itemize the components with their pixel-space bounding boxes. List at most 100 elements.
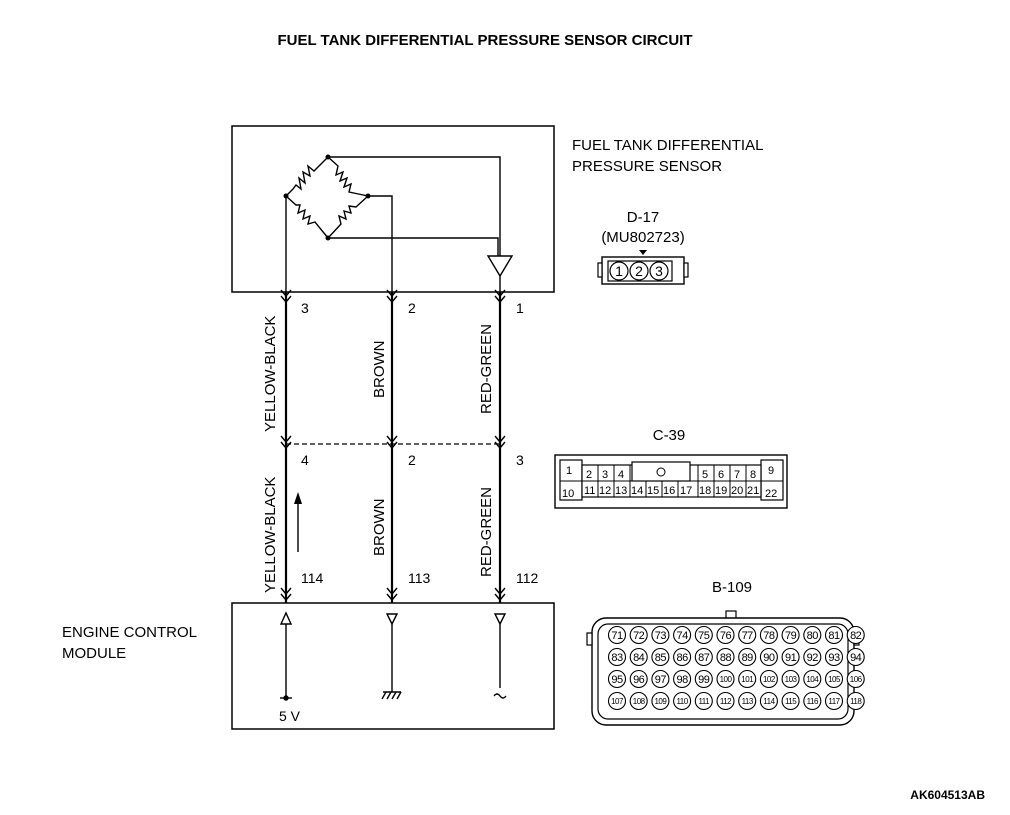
- svg-text:5: 5: [702, 469, 708, 481]
- svg-text:8: 8: [750, 469, 756, 481]
- b109-pin-label: 74: [676, 630, 688, 642]
- b109-pin-circle: [694, 691, 713, 711]
- svg-text:16: 16: [663, 485, 675, 497]
- svg-text:3: 3: [602, 469, 608, 481]
- b109-pin-circle: [629, 691, 648, 711]
- b109-pin-label: 107: [611, 697, 624, 706]
- svg-text:12: 12: [599, 485, 611, 497]
- b109-pin-circle: [738, 647, 757, 667]
- wire-color-red-green-upper: RED-GREEN: [478, 324, 495, 414]
- sensor-label-line1: FUEL TANK DIFFERENTIAL: [572, 137, 763, 154]
- b109-pin-label: 80: [807, 630, 819, 642]
- b109-pin-circle: [759, 691, 778, 711]
- b109-pin-label: 87: [698, 652, 710, 664]
- c39-junction-pin-3: 3: [516, 452, 524, 468]
- svg-text:1: 1: [566, 465, 572, 477]
- b109-pin-circle: [673, 647, 692, 667]
- svg-text:9: 9: [768, 465, 774, 477]
- amplifier-icon: [486, 255, 514, 278]
- b109-pin-label: 99: [698, 674, 710, 686]
- b109-pin-circle: [651, 669, 670, 689]
- b109-pin-label: 81: [828, 630, 840, 642]
- sensor-pin-2: 2: [408, 300, 416, 316]
- b109-pin-label: 71: [611, 630, 623, 642]
- d17-pin-2: 2: [635, 263, 643, 279]
- svg-text:15: 15: [647, 485, 659, 497]
- d17-pin-1: 1: [615, 263, 623, 279]
- c39-id: C-39: [653, 427, 686, 444]
- b109-pin-label: 90: [763, 652, 775, 664]
- b109-pin-label: 100: [720, 675, 733, 684]
- b109-pin-circle: [629, 625, 648, 645]
- svg-text:20: 20: [731, 485, 743, 497]
- svg-text:4: 4: [618, 469, 624, 481]
- b109-pin-circle: [824, 625, 844, 645]
- b109-pin-label: 105: [828, 675, 841, 684]
- b109-pin-label: 86: [676, 652, 688, 664]
- b109-pin-circle: [607, 647, 627, 667]
- b109-pin-circle: [803, 691, 822, 711]
- b109-pin-label: 110: [676, 697, 688, 706]
- bridge-node-dots: [283, 154, 371, 241]
- b109-pin-circle: [803, 669, 822, 689]
- b109-pin-label: 114: [763, 697, 775, 706]
- svg-text:21: 21: [747, 485, 759, 497]
- ecm-supply-label: 5 V: [279, 708, 301, 724]
- ecm-signal-arrow-icon: [493, 613, 507, 626]
- b109-pin-circle: [759, 669, 778, 689]
- svg-text:14: 14: [631, 485, 643, 497]
- svg-text:13: 13: [615, 485, 627, 497]
- svg-text:6: 6: [718, 469, 724, 481]
- b109-pin-circle: [781, 691, 800, 711]
- diagram-title: FUEL TANK DIFFERENTIAL PRESSURE SENSOR C…: [277, 32, 692, 49]
- b109-pin-label: 111: [698, 697, 710, 706]
- ecm-label-line2: MODULE: [62, 645, 126, 662]
- b109-pin-circle: [673, 691, 692, 711]
- b109-pin-circle: [629, 669, 648, 689]
- ecm-label-line1: ENGINE CONTROL: [62, 624, 197, 641]
- svg-text:11: 11: [584, 485, 595, 497]
- ecm-pin-112: 112: [516, 570, 539, 586]
- b109-pin-circle: [803, 647, 822, 667]
- b109-pin-label: 77: [742, 630, 754, 642]
- b109-pin-circle: [846, 691, 865, 711]
- b109-pin-label: 103: [785, 675, 798, 684]
- ecm-ground-arrow-icon: [385, 613, 399, 626]
- b109-pin-circle: [673, 669, 692, 689]
- b109-pin-circle: [759, 647, 778, 667]
- wire-color-yellow-black-upper: YELLOW-BLACK: [262, 316, 279, 432]
- b109-pin-circle: [781, 625, 800, 645]
- b109-pin-circle: [651, 625, 670, 645]
- b109-pin-label: 75: [698, 630, 710, 642]
- svg-text:18: 18: [699, 485, 711, 497]
- b109-pin-label: 92: [807, 652, 819, 664]
- b109-pin-label: 89: [742, 652, 754, 664]
- svg-text:10: 10: [562, 488, 574, 500]
- b109-pin-circle: [651, 691, 670, 711]
- figure-code: AK604513AB: [910, 788, 985, 802]
- b109-pin-label: 118: [850, 697, 862, 706]
- b109-pin-circle: [716, 691, 735, 711]
- b109-pin-label: 109: [654, 697, 667, 706]
- c39-junction-pin-4: 4: [301, 452, 309, 468]
- b109-pin-circle: [738, 625, 757, 645]
- ecm-pin-113: 113: [408, 570, 431, 586]
- b109-pin-circle: [673, 625, 692, 645]
- b109-pin-circle: [716, 669, 735, 689]
- b109-pin-label: 108: [633, 697, 646, 706]
- ecm-pin-114: 114: [301, 570, 324, 586]
- b109-pin-circle: [824, 669, 844, 689]
- b109-pin-label: 98: [676, 674, 688, 686]
- b109-pin-label: 113: [742, 697, 754, 706]
- b109-pin-label: 83: [611, 652, 623, 664]
- current-direction-arrow-icon: [294, 492, 302, 552]
- b109-pin-circle: [651, 647, 670, 667]
- d17-id: D-17: [627, 209, 660, 226]
- b109-pin-circle: [781, 669, 800, 689]
- resistor-bridge-icon: [285, 156, 501, 292]
- sensor-pin-1: 1: [516, 300, 524, 316]
- b109-pin-circle: [759, 625, 778, 645]
- b109-pin-label: 101: [741, 675, 754, 684]
- c39-pin-labels: 1 2 3 4 5 6 7 8 9 10 11 12 13 14 15 16 1…: [562, 465, 777, 500]
